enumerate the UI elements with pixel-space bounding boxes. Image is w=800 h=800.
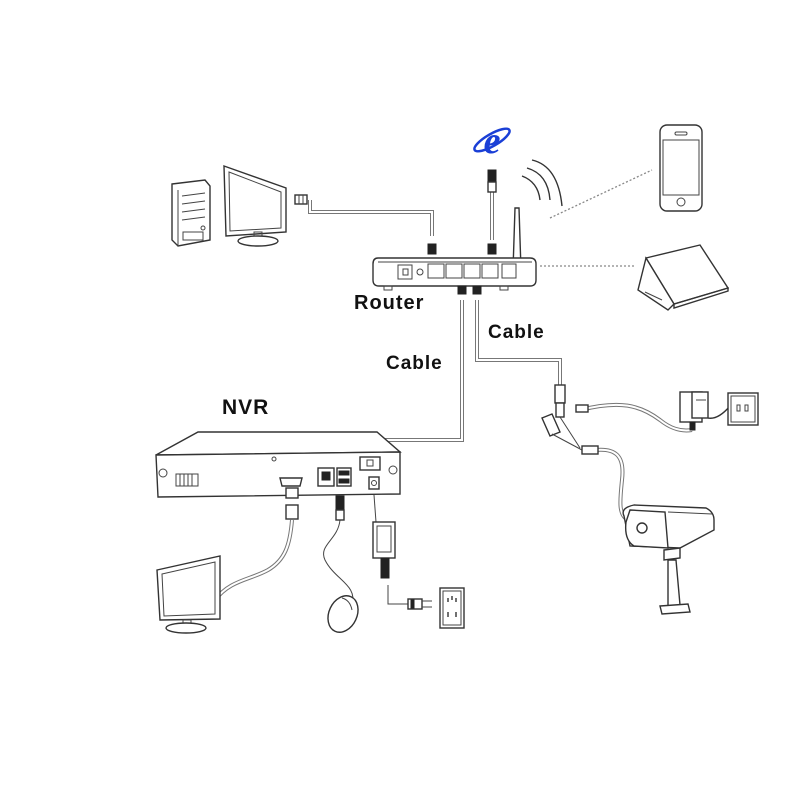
router-lan-ports bbox=[427, 263, 517, 279]
cable-usb-mouse bbox=[323, 519, 354, 606]
cable-label-nvr: Cable bbox=[386, 353, 443, 374]
camera-connectors bbox=[541, 384, 599, 455]
nvr-terminal-block bbox=[175, 473, 199, 487]
cables bbox=[213, 190, 693, 606]
cable-camera-power bbox=[579, 402, 693, 433]
power-adapter bbox=[372, 521, 432, 610]
nvr-vga-port bbox=[279, 477, 303, 499]
monitor bbox=[223, 164, 308, 247]
cable-label-camera: Cable bbox=[488, 322, 545, 343]
smartphone bbox=[659, 124, 703, 212]
camera-wall-socket bbox=[727, 392, 759, 426]
internet-explorer-logo: e bbox=[473, 120, 511, 162]
cable-camera-splitter bbox=[594, 447, 630, 522]
cable-nvr-power bbox=[373, 494, 377, 523]
camera-power-adapter bbox=[679, 391, 731, 431]
vga-monitor bbox=[156, 555, 221, 634]
internet-plug bbox=[487, 169, 497, 193]
cable-adapter-socket bbox=[387, 585, 408, 605]
router-label: Router bbox=[354, 292, 424, 314]
nvr-dc-jack bbox=[368, 476, 380, 490]
nvr-label: NVR bbox=[222, 396, 269, 419]
nvr-lan-port bbox=[317, 467, 335, 487]
nvr-power-switch bbox=[359, 456, 381, 471]
nvr-usb-ports bbox=[336, 467, 352, 487]
cable-pc-router bbox=[308, 200, 434, 236]
router bbox=[372, 207, 537, 295]
wall-socket bbox=[439, 587, 465, 629]
ip-camera bbox=[622, 504, 715, 615]
nvr bbox=[155, 431, 402, 499]
mouse bbox=[327, 595, 359, 633]
desktop-pc bbox=[171, 179, 211, 247]
wifi-icon bbox=[521, 159, 563, 207]
laptop bbox=[637, 244, 730, 311]
wireless-link-phone bbox=[549, 169, 653, 219]
svg-text:e: e bbox=[484, 120, 501, 162]
